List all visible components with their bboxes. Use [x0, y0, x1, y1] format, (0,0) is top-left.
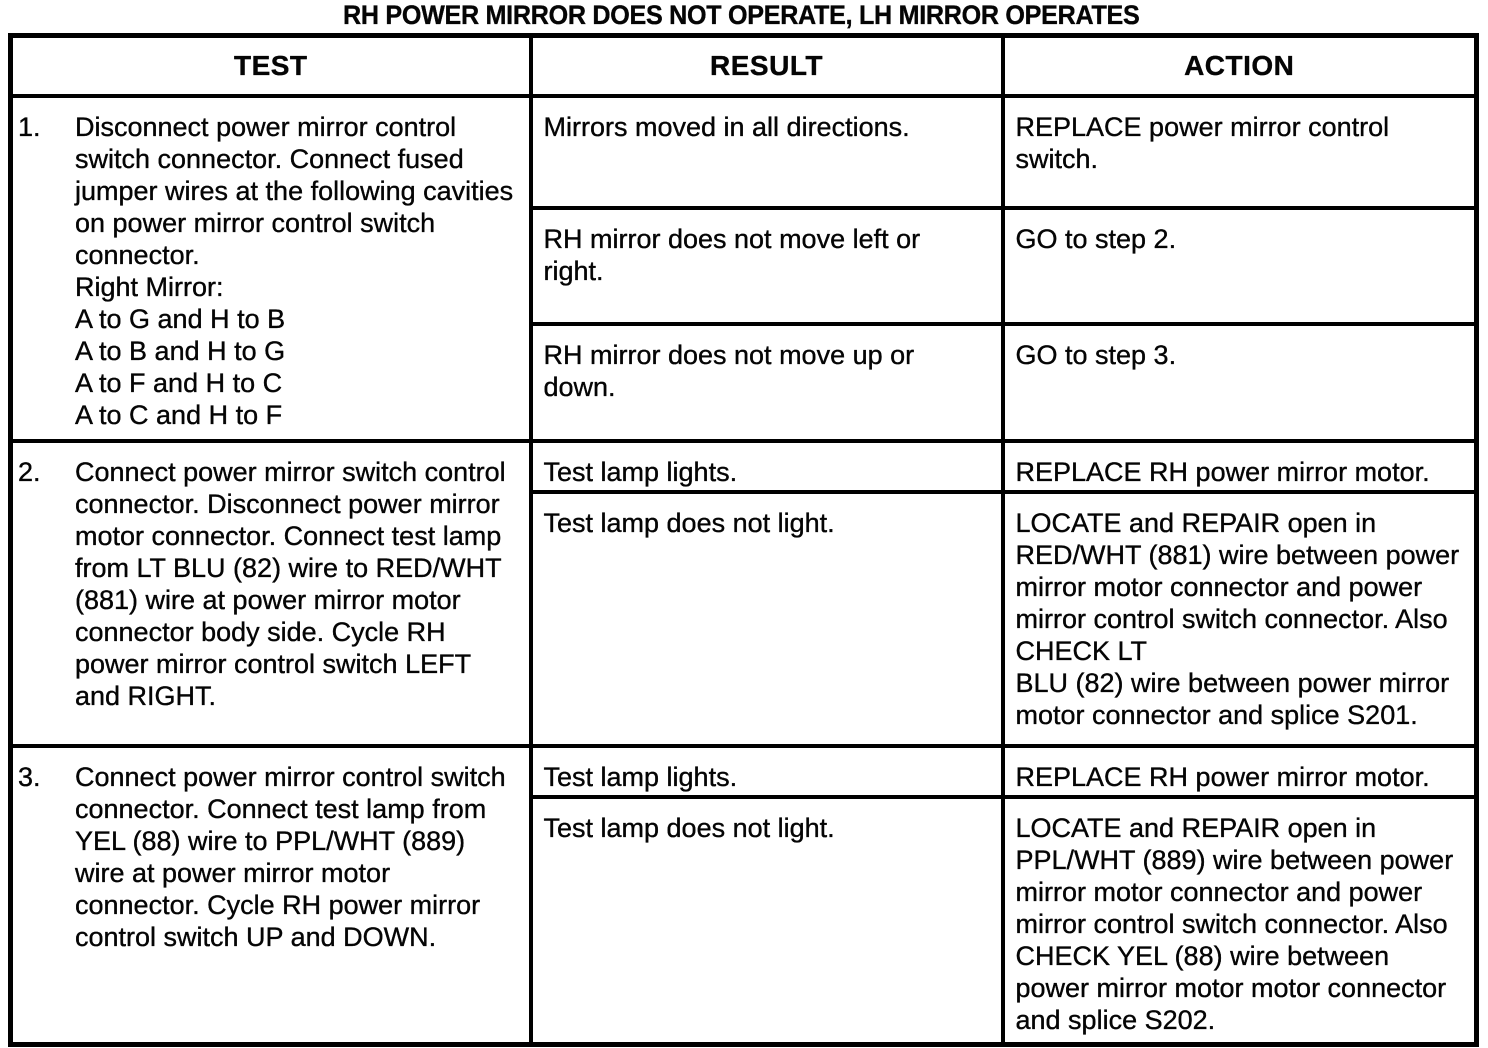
- test-text: Disconnect power mirror control switch c…: [75, 112, 514, 430]
- result-cell: RH mirror does not move up or down.: [528, 322, 1005, 443]
- test-text: Connect power mirror switch control conn…: [75, 457, 506, 711]
- step-number: 2.: [18, 457, 41, 487]
- action-cell: REPLACE power mirror control switch.: [1000, 94, 1479, 210]
- test-cell-step-2: 2. Connect power mirror switch control c…: [8, 439, 533, 748]
- test-content: 3. Connect power mirror control switch c…: [13, 761, 529, 953]
- page-title-text: RH POWER MIRROR DOES NOT OPERATE, LH MIR…: [342, 0, 1140, 30]
- result-cell: Test lamp lights.: [528, 439, 1005, 494]
- table-row: RH mirror does not move left or right. G…: [11, 206, 1479, 326]
- column-header-test: TEST: [8, 33, 533, 98]
- result-cell: RH mirror does not move left or right.: [528, 206, 1005, 326]
- test-content: 1. Disconnect power mirror control switc…: [13, 111, 529, 431]
- diagnostic-table: TEST RESULT ACTION 1. Disconnect power m…: [8, 33, 1479, 1047]
- step-number: 3.: [18, 762, 41, 792]
- test-cell-step-3: 3. Connect power mirror control switch c…: [8, 744, 533, 1046]
- action-cell: REPLACE RH power mirror motor.: [1000, 439, 1479, 494]
- test-cell-step-1: 1. Disconnect power mirror control switc…: [8, 94, 533, 443]
- table-row: 3. Connect power mirror control switch c…: [8, 744, 1479, 1046]
- test-text: Connect power mirror control switch conn…: [75, 762, 506, 952]
- action-cell: LOCATE and REPAIR open in PPL/WHT (889) …: [1000, 795, 1479, 1046]
- result-cell: Mirrors moved in all directions.: [528, 94, 1005, 210]
- action-cell: GO to step 3.: [1000, 322, 1479, 443]
- table-row: Test lamp does not light. LOCATE and REP…: [11, 490, 1479, 748]
- page-title: RH POWER MIRROR DOES NOT OPERATE, LH MIR…: [8, 0, 1474, 31]
- table-row: Test lamp does not light. LOCATE and REP…: [11, 795, 1479, 1046]
- result-cell: Test lamp does not light.: [528, 795, 1005, 1046]
- result-cell: Test lamp lights.: [528, 744, 1005, 799]
- table-row: RH mirror does not move up or down. GO t…: [11, 322, 1479, 443]
- test-content: 2. Connect power mirror switch control c…: [13, 456, 529, 712]
- table-row: 1. Disconnect power mirror control switc…: [8, 94, 1479, 443]
- table-row: 2. Connect power mirror switch control c…: [8, 439, 1479, 748]
- step-number: 1.: [18, 112, 41, 142]
- column-header-result: RESULT: [528, 33, 1005, 98]
- action-cell: GO to step 2.: [1000, 206, 1479, 326]
- action-cell: LOCATE and REPAIR open in RED/WHT (881) …: [1000, 490, 1479, 748]
- column-header-action: ACTION: [1000, 33, 1479, 98]
- action-cell: REPLACE RH power mirror motor.: [1000, 744, 1479, 799]
- result-cell: Test lamp does not light.: [528, 490, 1005, 748]
- header-row: TEST RESULT ACTION: [8, 33, 1479, 98]
